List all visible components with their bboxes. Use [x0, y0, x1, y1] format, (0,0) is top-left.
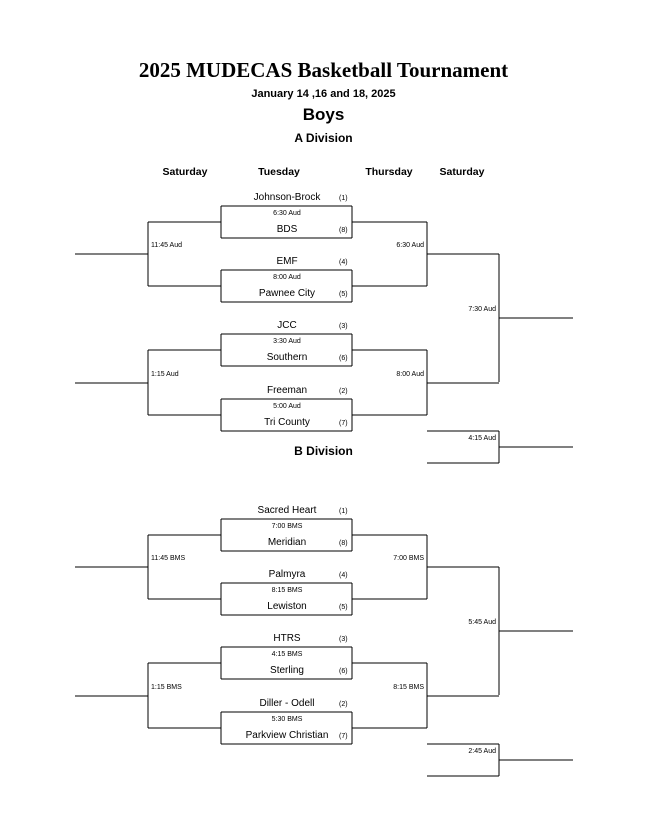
team-seed: (2) [339, 388, 348, 395]
team-seed: (2) [339, 701, 348, 708]
semifinal-time: 8:00 Aud [396, 371, 424, 378]
third-place-time: 2:45 Aud [468, 748, 496, 755]
team-name: Diller - Odell [259, 698, 315, 709]
final-time: 5:45 Aud [468, 619, 496, 626]
day-header-tuesday: Tuesday [258, 166, 300, 178]
team-seed: (6) [339, 668, 348, 675]
game-time: 7:00 BMS [271, 523, 303, 530]
team-name: Pawnee City [258, 288, 316, 299]
team-name: JCC [277, 320, 297, 331]
game-time: 5:00 Aud [273, 403, 301, 410]
team-seed: (3) [339, 323, 348, 330]
team-seed: (7) [339, 420, 348, 427]
team-seed: (8) [339, 540, 348, 547]
third-place-time: 4:15 Aud [468, 435, 496, 442]
game-time: 5:30 BMS [271, 716, 303, 723]
team-seed: (4) [339, 259, 348, 266]
team-name: Parkview Christian [245, 730, 329, 741]
team-seed: (5) [339, 291, 348, 298]
game-time: 8:15 BMS [271, 587, 303, 594]
day-header-thursday: Thursday [365, 166, 413, 178]
team-name: Freeman [266, 385, 307, 396]
team-seed: (3) [339, 636, 348, 643]
team-seed: (1) [339, 508, 348, 515]
team-seed: (1) [339, 195, 348, 202]
game-time: 6:30 Aud [273, 210, 301, 217]
semifinal-time: 7:00 BMS [393, 555, 424, 562]
team-name: EMF [276, 256, 298, 267]
team-name: Southern [266, 352, 308, 363]
team-seed: (5) [339, 604, 348, 611]
game-time: 4:15 BMS [271, 651, 303, 658]
consolation-time: 11:45 BMS [151, 555, 186, 562]
day-header-saturday-final: Saturday [439, 166, 485, 178]
final-time: 7:30 Aud [468, 306, 496, 313]
consolation-time: 1:15 Aud [151, 371, 179, 378]
tournament-title: 2025 MUDECAS Basketball Tournament [138, 58, 509, 82]
team-name: Palmyra [268, 569, 306, 580]
team-seed: (4) [339, 572, 348, 579]
team-name: BDS [276, 224, 298, 235]
team-seed: (7) [339, 733, 348, 740]
team-name: Sterling [270, 665, 304, 676]
team-name: HTRS [273, 633, 301, 644]
team-name: Tri County [264, 417, 310, 428]
team-name: Sacred Heart [257, 505, 317, 516]
team-name: Meridian [267, 537, 307, 548]
division-title: B Division [294, 444, 353, 458]
team-name: Lewiston [267, 601, 307, 612]
consolation-time: 11:45 Aud [151, 242, 183, 249]
division-title: A Division [294, 131, 353, 145]
game-time: 3:30 Aud [273, 338, 301, 345]
tournament-dates: January 14 ,16 and 18, 2025 [251, 88, 396, 100]
game-time: 8:00 Aud [273, 274, 301, 281]
semifinal-time: 8:15 BMS [393, 684, 424, 691]
team-name: Johnson-Brock [253, 192, 321, 203]
consolation-time: 1:15 BMS [151, 684, 182, 691]
team-seed: (6) [339, 355, 348, 362]
day-header-saturday: Saturday [162, 166, 208, 178]
semifinal-time: 6:30 Aud [396, 242, 424, 249]
section-title: Boys [302, 105, 345, 124]
team-seed: (8) [339, 227, 348, 234]
